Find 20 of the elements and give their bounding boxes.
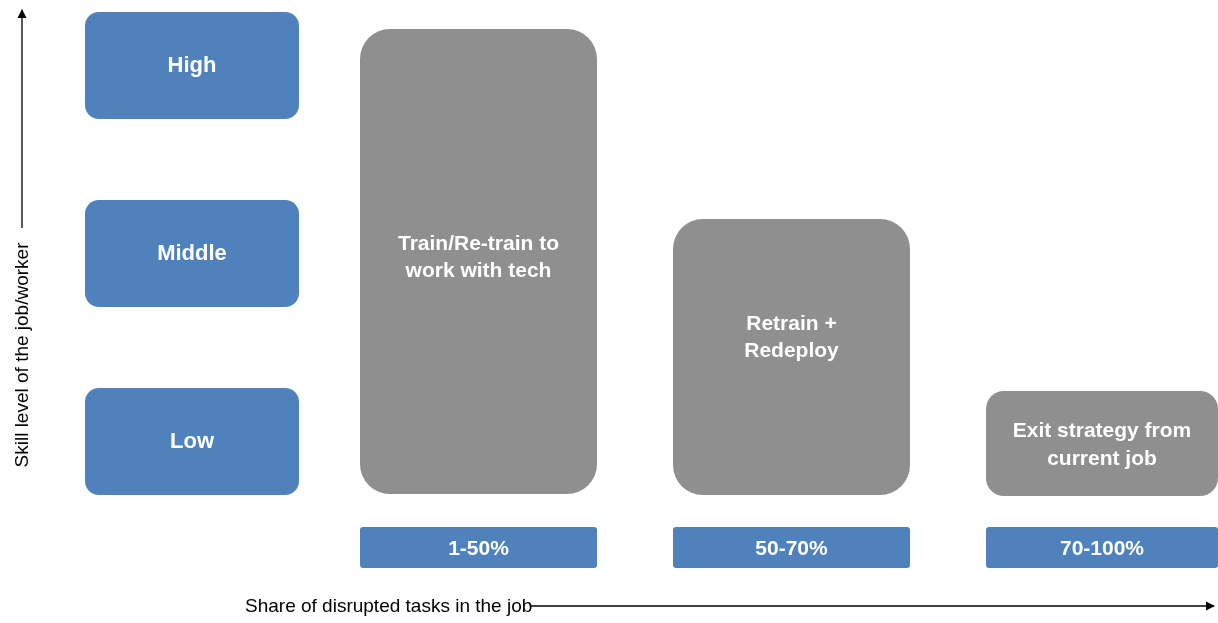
strategy-box: [360, 29, 597, 494]
percentage-bar: [673, 527, 910, 568]
node-text: Retrain + Redeploy: [744, 310, 839, 364]
node-text: Train/Re-train to work with tech: [397, 230, 560, 284]
strategy-box: [673, 219, 910, 495]
node-text: 1-50%: [448, 534, 509, 561]
node-text: High: [167, 51, 217, 80]
node-text: Low: [170, 427, 214, 456]
y-axis-label: Skill level of the job/worker: [11, 242, 33, 468]
percentage-bar: [986, 527, 1218, 568]
node-text: Exit strategy from current job: [1011, 417, 1193, 471]
node-text: 50-70%: [755, 534, 828, 561]
percentage-bar: [360, 527, 597, 568]
strategy-box: [986, 391, 1218, 496]
node-text: Middle: [157, 239, 227, 268]
skill-level-box: [85, 200, 299, 307]
x-axis-label: Share of disrupted tasks in the job: [245, 595, 533, 617]
node-text: 70-100%: [1059, 534, 1145, 561]
skill-level-box: [85, 12, 299, 119]
skill-level-box: [85, 388, 299, 495]
